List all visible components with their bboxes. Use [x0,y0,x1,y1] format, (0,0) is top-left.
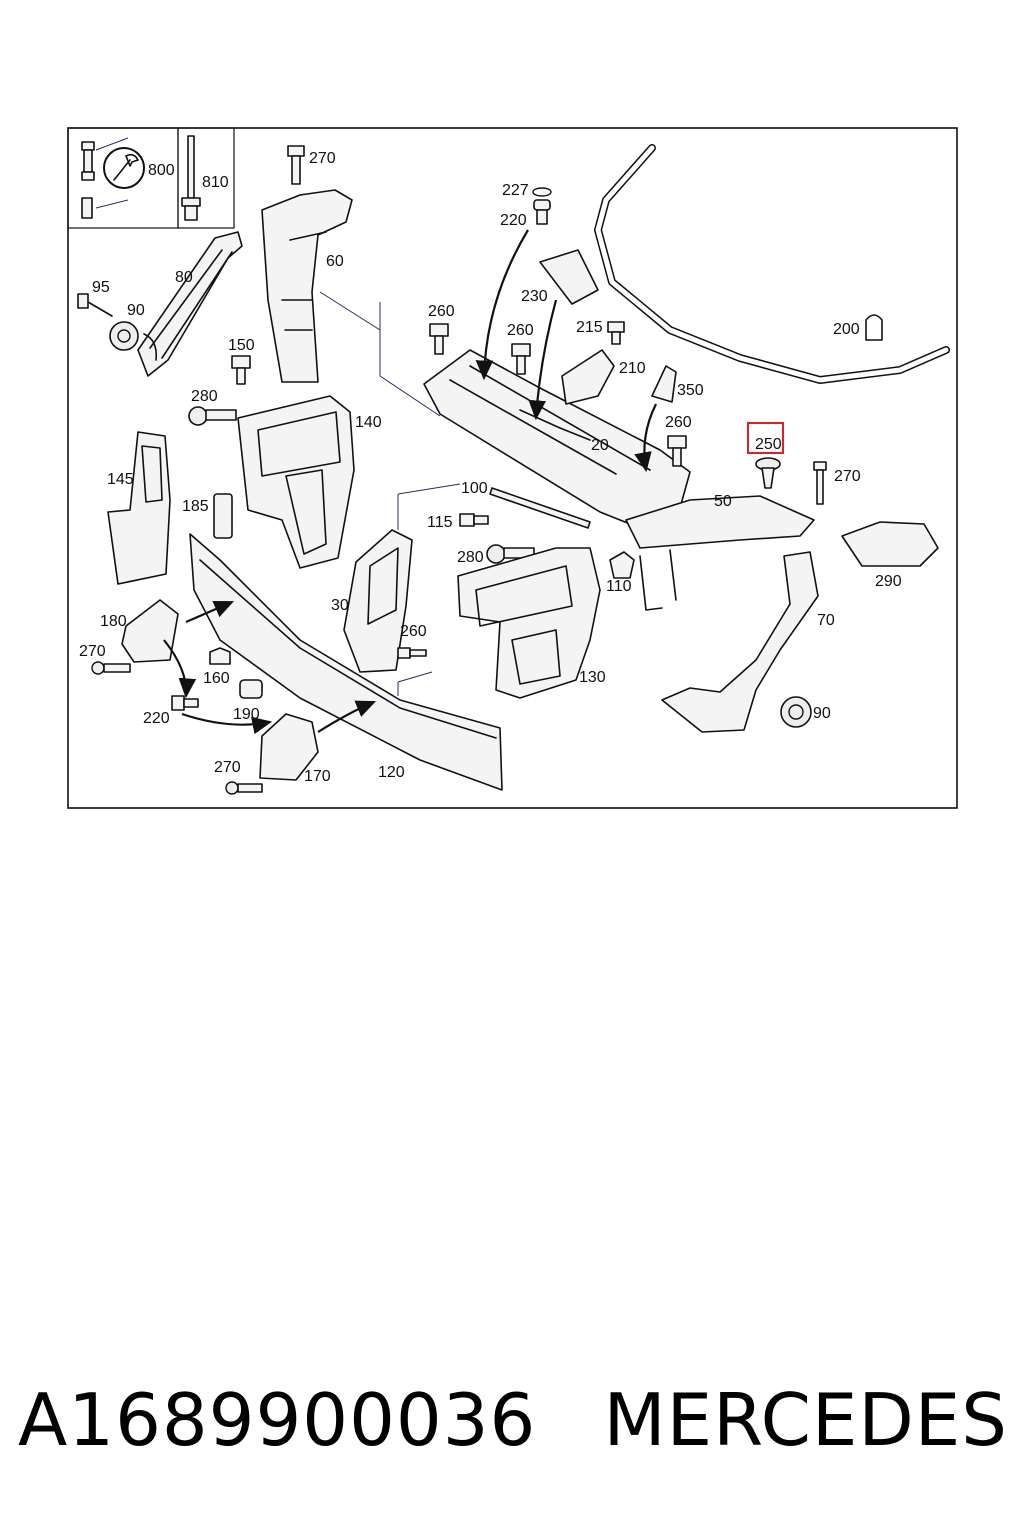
part-80-bracket [137,231,243,377]
bolt-nut-icon [81,137,129,219]
label-270-lower-left: 270 [79,643,106,660]
label-60: 60 [326,253,344,270]
label-800: 800 [148,162,175,179]
part-90-mount-left [109,321,158,361]
part-185-sleeve [213,493,233,539]
label-30: 30 [331,597,349,614]
part-170-bracket [259,713,319,781]
part-220-fastener-top [533,199,551,225]
label-270-top: 270 [309,150,336,167]
label-250: 250 [755,436,782,453]
label-140: 140 [355,414,382,431]
label-227: 227 [502,182,529,199]
label-95: 95 [92,279,110,296]
label-220-top: 220 [500,212,527,229]
wrench-icon [103,147,145,189]
label-200: 200 [833,321,860,338]
part-150-screw [231,355,251,385]
part-280-bolt-left [188,406,237,426]
part-270-screw-lower-left [91,661,131,675]
parts-diagram: 800 810 270 227 220 60 80 95 90 230 260 … [67,127,958,809]
label-90-right: 90 [813,705,831,722]
part-190-mount [239,679,263,699]
label-190: 190 [233,706,260,723]
part-115-screw [459,513,489,527]
label-90-left: 90 [127,302,145,319]
label-20: 20 [591,437,609,454]
label-260-b: 260 [507,322,534,339]
label-170: 170 [304,768,331,785]
label-180: 180 [100,613,127,630]
part-100-rod [489,487,591,529]
rivet-icon [181,135,201,221]
label-70: 70 [817,612,835,629]
part-270-screw-top [287,145,305,185]
part-180-bracket [121,599,179,663]
part-350-clip [651,365,677,403]
part-210-bracket [561,349,615,405]
part-number: A1689900036 [18,1378,537,1462]
label-80: 80 [175,269,193,286]
part-230-guide [539,249,599,305]
legend-box-810 [177,127,235,229]
label-215: 215 [576,319,603,336]
part-20-cross-member [423,349,691,529]
label-145: 145 [107,471,134,488]
label-100: 100 [461,480,488,497]
label-220-lower: 220 [143,710,170,727]
part-270-screw-right [813,461,827,505]
label-50: 50 [714,493,732,510]
label-290: 290 [875,573,902,590]
label-210: 210 [619,360,646,377]
part-90-mount-right [780,696,812,728]
part-260-screw-c [667,435,687,467]
highlight-box-250 [747,422,784,454]
part-95-screw [77,293,113,317]
label-810: 810 [202,174,229,191]
label-270-right: 270 [834,468,861,485]
label-150: 150 [228,337,255,354]
part-260-screw-b [511,343,531,375]
label-230: 230 [521,288,548,305]
part-270-screw-bottom [225,781,263,795]
part-160-nut [209,647,231,665]
part-60-bracket [261,189,353,383]
caption: A1689900036 MERCEDES [18,1370,1008,1470]
part-30-support [343,529,413,673]
part-290-cover [841,521,939,567]
part-220-fastener-lower [171,695,199,711]
label-260-d: 260 [400,623,427,640]
part-227-ring [532,187,552,197]
part-70-bracket [661,551,819,733]
part-145-panel [107,431,171,585]
label-130: 130 [579,669,606,686]
brand-name: MERCEDES [603,1378,1008,1462]
part-120-beam [189,533,503,791]
label-185: 185 [182,498,209,515]
label-260-a: 260 [428,303,455,320]
label-270-bottom: 270 [214,759,241,776]
label-260-c: 260 [665,414,692,431]
part-260-screw-a [429,323,449,355]
label-120: 120 [378,764,405,781]
part-50-arm [625,495,815,549]
part-260-screw-d [397,647,427,659]
part-250-nut [755,457,781,489]
part-215-screw [607,321,625,345]
label-110: 110 [606,578,632,595]
label-280-left: 280 [191,388,218,405]
label-280-right: 280 [457,549,484,566]
label-160: 160 [203,670,230,687]
label-350: 350 [677,382,704,399]
part-110-nut [609,551,635,579]
label-115: 115 [427,514,453,531]
